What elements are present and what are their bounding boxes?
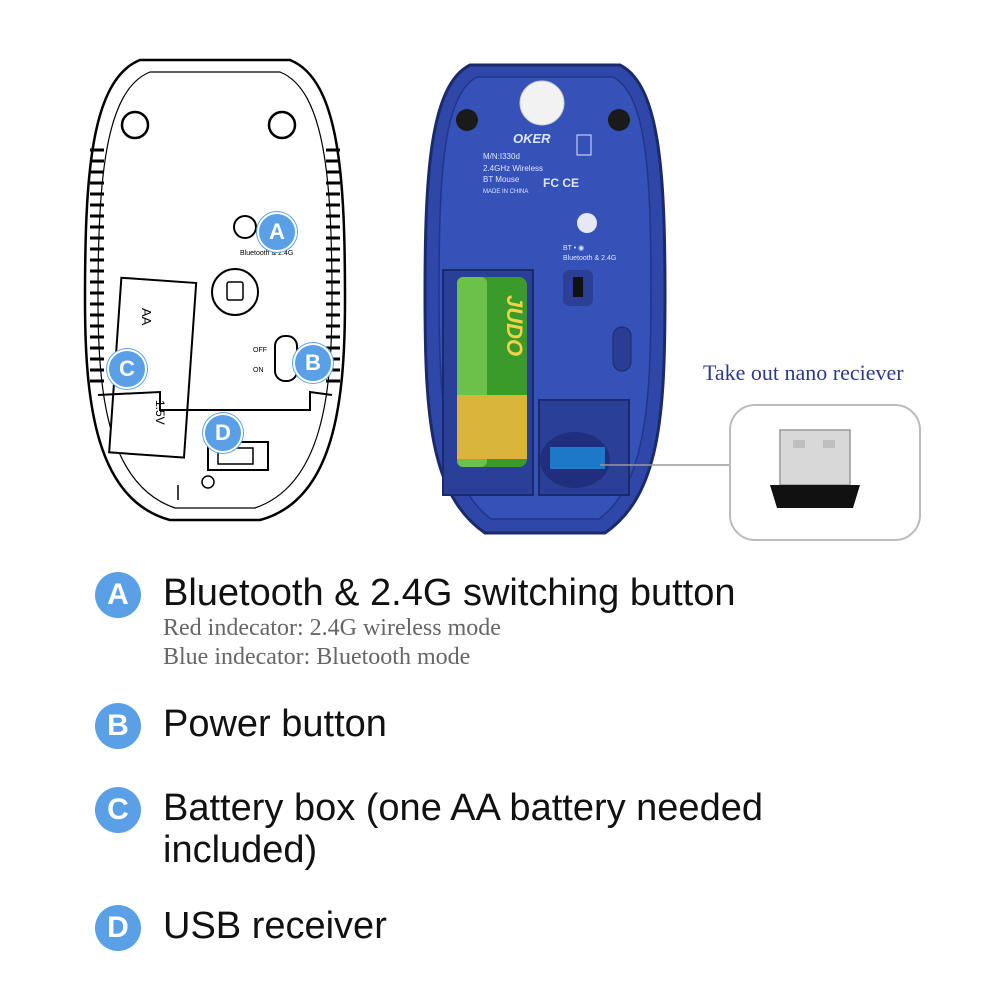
photo-cert: FC CE xyxy=(543,176,579,190)
badge-d: D xyxy=(203,413,243,453)
diagram-voltage-label: 1.5V xyxy=(153,400,167,425)
legend-badge-b: B xyxy=(95,703,141,749)
photo-line3: MADE IN CHINA xyxy=(483,189,528,195)
badge-c: C xyxy=(107,349,147,389)
legend-item-b: B Power button xyxy=(95,703,387,749)
legend-badge-d: D xyxy=(95,905,141,951)
legend-sub-a1: Red indecator: 2.4G wireless mode xyxy=(163,615,501,641)
legend-title-c2: included) xyxy=(163,829,318,871)
legend-item-c: C Battery box (one AA battery needed inc… xyxy=(95,787,763,871)
badge-a: A xyxy=(257,212,297,252)
diagram-on-label: ON xyxy=(253,367,264,374)
legend-title-c: Battery box (one AA battery needed xyxy=(163,787,763,829)
badge-b: B xyxy=(293,343,333,383)
legend-badge-a: A xyxy=(95,572,141,618)
legend-title-b: Power button xyxy=(163,703,387,745)
photo-mode-label: BT • ◉ xyxy=(563,245,584,252)
legend-sub-a2: Blue indecator: Bluetooth mode xyxy=(163,644,471,670)
diagram-aa-label: AA xyxy=(139,308,154,326)
diagram-off-label: OFF xyxy=(253,347,267,354)
legend-title-d: USB receiver xyxy=(163,905,387,947)
photo-model: M/N:I330d xyxy=(483,152,520,161)
photo-line1: 2.4GHz Wireless xyxy=(483,164,543,173)
nano-receiver-zoom xyxy=(729,404,921,541)
legend-badge-c: C xyxy=(95,787,141,833)
legend-title-a: Bluetooth & 2.4G switching button xyxy=(163,572,736,614)
photo-battery-brand: JUDO xyxy=(502,295,527,356)
photo-line2: BT Mouse xyxy=(483,175,520,184)
photo-mode-text: Bluetooth & 2.4G xyxy=(563,255,616,262)
zoom-caption: Take out nano reciever xyxy=(703,360,904,385)
photo-brand: OKER xyxy=(513,131,551,146)
mouse-photo: OKER M/N:I330d 2.4GHz Wireless BT Mouse … xyxy=(423,63,667,535)
mouse-line-diagram: Bluetooth & 2.4G OFF ON AA 1.5V xyxy=(83,58,347,522)
diagram-mode-label: Bluetooth & 2.4G xyxy=(240,250,293,257)
callout-connector xyxy=(600,464,735,466)
legend-item-d: D USB receiver xyxy=(95,905,387,951)
legend-item-a: A Bluetooth & 2.4G switching button Red … xyxy=(95,572,735,672)
